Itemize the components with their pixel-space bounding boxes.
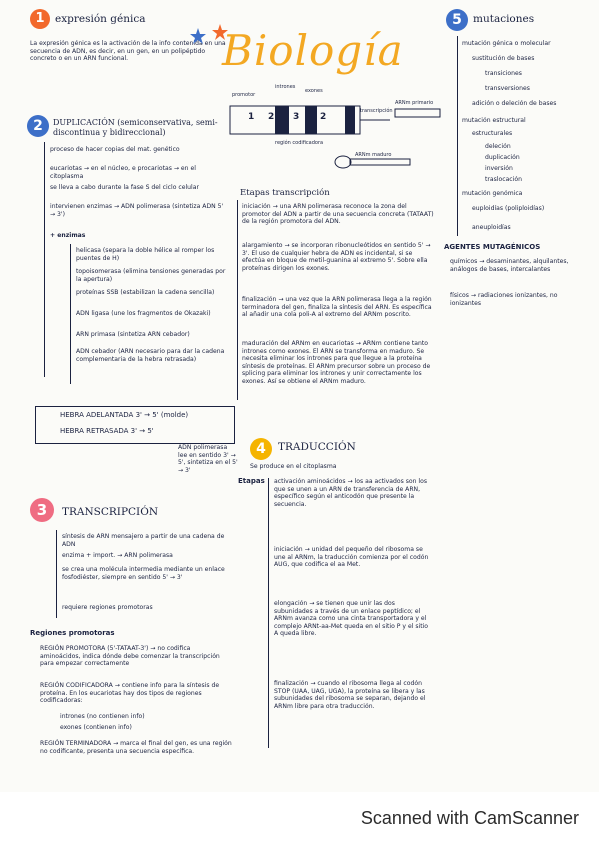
region-item: REGIÓN TERMINADORA → marca el final del … bbox=[40, 740, 232, 755]
scanned-notes-page: 1 expresión génica La expresión génica e… bbox=[27, 9, 569, 755]
mutation-item: transversiones bbox=[485, 85, 530, 92]
mutation-item: deleción bbox=[485, 143, 511, 150]
tx-item: se crea una molécula intermedia mediante… bbox=[62, 566, 225, 581]
mutation-item: mutación génica o molecular bbox=[462, 40, 551, 47]
tl-stage-item: elongación → se tienen que unir las dos … bbox=[274, 600, 429, 638]
region-item: intrones (no contienen info) bbox=[60, 713, 145, 720]
section-3-title: TRANSCRIPCIÓN bbox=[62, 506, 159, 518]
diagram-number: 2 bbox=[268, 112, 275, 122]
diagram-number: 1 bbox=[248, 112, 255, 122]
translation-stages-bracket-line bbox=[268, 478, 269, 748]
mrna-primary-box bbox=[394, 108, 441, 118]
tx-stage-item: iniciación → una ARN polimerasa reconoce… bbox=[242, 203, 434, 226]
enzymes-bracket-line bbox=[70, 244, 71, 384]
mutation-item: mutación estructural bbox=[462, 117, 526, 124]
diagram-number: 3 bbox=[293, 112, 300, 122]
section-2-number-badge: 2 bbox=[27, 115, 49, 137]
dup-item: se lleva a cabo durante la fase S del ci… bbox=[50, 184, 199, 191]
page-title: Biología bbox=[222, 26, 404, 75]
terminator-block bbox=[345, 106, 355, 134]
translation-stages-label: Etapas bbox=[238, 477, 265, 485]
strand-direction-box bbox=[35, 406, 235, 444]
camscanner-watermark: Scanned with CamScanner bbox=[360, 808, 579, 828]
mutation-item: euploidías (poliploidías) bbox=[472, 205, 545, 212]
tx-item: síntesis de ARN mensajero a partir de un… bbox=[62, 533, 225, 548]
diagram-label-promotor: promotor bbox=[232, 92, 256, 98]
physical-agents: físicos → radiaciones ionizantes, no ion… bbox=[450, 292, 558, 307]
tx-item: enzima + import. → ARN polimerasa bbox=[62, 552, 173, 559]
section-4-title: TRADUCCIÓN bbox=[278, 441, 356, 453]
mutation-item: duplicación bbox=[485, 154, 520, 161]
section-5-title: mutaciones bbox=[473, 13, 535, 25]
enzyme-item: ADN cebador (ARN necesario para dar la c… bbox=[76, 348, 225, 363]
section-1-body: La expresión génica es la activación de … bbox=[30, 40, 226, 63]
enzyme-item: ADN ligasa (une los fragmentos de Okazak… bbox=[76, 310, 211, 317]
dup-item: intervienen enzimas → ADN polimerasa (si… bbox=[50, 203, 224, 218]
diagram-label-intrones: intrones bbox=[275, 84, 296, 90]
section-3-number-badge: 3 bbox=[30, 498, 54, 522]
region-item: exones (contienen info) bbox=[60, 724, 132, 731]
diagram-label-arnm-primario: ARNm primario bbox=[395, 100, 434, 106]
mutation-item: estructurales bbox=[472, 130, 513, 137]
enzyme-item: helicasa (separa la doble hélice al romp… bbox=[76, 247, 215, 262]
diagram-label-region-codificadora: región codificadora bbox=[275, 140, 324, 146]
enzyme-item: ARN primasa (sintetiza ARN cebador) bbox=[76, 331, 190, 338]
mutation-item: sustitución de bases bbox=[472, 55, 535, 62]
diagram-number: 2 bbox=[320, 112, 327, 122]
section-5-bracket-line bbox=[457, 36, 458, 236]
mutation-item: inversión bbox=[485, 165, 513, 172]
diagram-number: 3 bbox=[345, 112, 352, 122]
mrna-mature-box bbox=[349, 158, 411, 166]
diagram-label-arnm-maduro: ARNm maduro bbox=[355, 152, 392, 158]
enzymes-label: + enzimas bbox=[50, 232, 86, 239]
tl-stage-item: iniciación → unidad del pequeño del ribo… bbox=[274, 546, 429, 569]
section-1-number-badge: 1 bbox=[30, 9, 50, 29]
diagram-label-transcripcion: transcripción bbox=[360, 108, 393, 114]
tl-stage-item: activación aminoácidos → los aa activado… bbox=[274, 478, 428, 508]
intron-block bbox=[275, 106, 289, 134]
gene-structure-diagram bbox=[229, 105, 441, 169]
orange-star-icon bbox=[212, 24, 228, 40]
lagging-strand-label: HEBRA RETRASADA 3' → 5' bbox=[60, 427, 154, 435]
tl-stage-item: finalización → cuando el ribosoma llega … bbox=[274, 680, 426, 710]
enzyme-item: topoisomerasa (elimina tensiones generad… bbox=[76, 268, 226, 283]
region-item: REGIÓN CODIFICADORA → contiene info para… bbox=[40, 682, 220, 705]
transcription-stages-title: Etapas transcripción bbox=[240, 188, 330, 198]
mutation-item: adición o deleción de bases bbox=[472, 100, 557, 107]
scan-footer: Scanned with CamScanner bbox=[0, 792, 599, 848]
dup-item: proceso de hacer copias del mat. genétic… bbox=[50, 146, 180, 153]
mutation-item: aneuploidías bbox=[472, 224, 511, 231]
tx-item: requiere regiones promotoras bbox=[62, 604, 153, 611]
section-4-subtitle: Se produce en el citoplasma bbox=[250, 463, 337, 470]
dup-item: eucariotas → en el núcleo, e procariotas… bbox=[50, 165, 196, 180]
mutation-item: traslocación bbox=[485, 176, 522, 183]
mutagenic-agents-label: AGENTES MUTAGÉNICOS bbox=[444, 243, 541, 251]
section-3-bracket-line bbox=[56, 530, 57, 618]
section-2-bracket-line bbox=[44, 142, 45, 377]
tx-stage-item: finalización → una vez que la ARN polime… bbox=[242, 296, 432, 319]
cap-icon bbox=[334, 155, 352, 169]
section-1-title: expresión génica bbox=[55, 13, 146, 25]
section-5-number-badge: 5 bbox=[446, 9, 468, 31]
enzyme-item: proteínas SSB (estabilizan la cadena sen… bbox=[76, 289, 215, 296]
tx-stage-item: maduración del ARNm en eucariotas → ARNm… bbox=[242, 340, 431, 385]
promoter-regions-label: Regiones promotoras bbox=[30, 629, 115, 637]
mutation-item: transiciones bbox=[485, 70, 522, 77]
diagram-label-exones: exones bbox=[305, 88, 323, 94]
section-2-title: DUPLICACIÓN (semiconservativa, semi-disc… bbox=[53, 118, 218, 137]
blue-star-icon bbox=[190, 28, 206, 44]
transcription-stages-bracket-line bbox=[237, 200, 238, 400]
chemical-agents: químicos → desaminantes, alquilantes, an… bbox=[450, 258, 569, 273]
polymerase-direction-note: ADN polimerasa lee en sentido 3' → 5', s… bbox=[178, 444, 238, 474]
intron-block bbox=[305, 106, 317, 134]
star-decoration-icons bbox=[190, 24, 228, 44]
section-4-number-badge: 4 bbox=[250, 438, 272, 460]
tx-stage-item: alargamiento → se incorporan ribonucleót… bbox=[242, 242, 431, 272]
region-item: REGIÓN PROMOTORA (5'-TATAAT-3') → no cod… bbox=[40, 645, 220, 668]
leading-strand-label: HEBRA ADELANTADA 3' → 5' (molde) bbox=[60, 411, 189, 419]
mutation-item: mutación genómica bbox=[462, 190, 523, 197]
